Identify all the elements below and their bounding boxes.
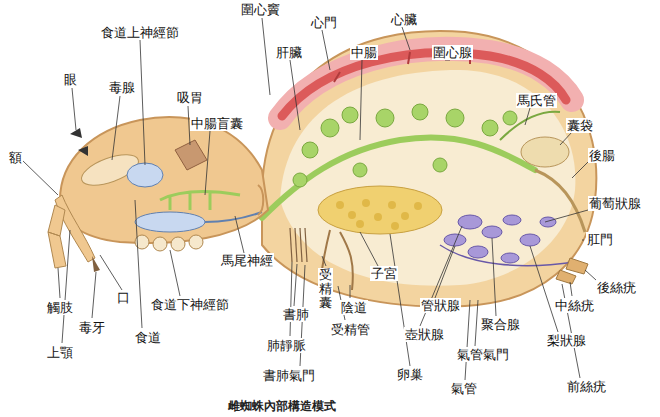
part-label: 肝臟 <box>275 45 303 60</box>
part-label: 食道 <box>134 330 162 345</box>
part-label: 陰道 <box>340 300 368 315</box>
part-label: 囊袋 <box>566 118 594 133</box>
part-label: 梨狀腺 <box>546 333 587 348</box>
part-label: 卵巢 <box>396 367 424 382</box>
part-label: 中腸 <box>350 45 378 60</box>
part-label: 子宮 <box>370 266 398 281</box>
part-label: 中絲疣 <box>554 298 595 313</box>
part-label: 毒腺 <box>108 80 136 95</box>
part-label: 肛門 <box>586 232 614 247</box>
part-label: 後絲疣 <box>596 280 637 295</box>
part-label: 書肺氣門 <box>262 368 316 383</box>
part-label: 葡萄狀腺 <box>588 196 642 211</box>
part-label: 後腸 <box>588 148 616 163</box>
part-label: 食道上神經節 <box>100 25 180 40</box>
part-label: 氣管 <box>450 381 478 396</box>
part-label: 前絲疣 <box>566 379 607 394</box>
part-label: 氣管氣門 <box>456 347 510 362</box>
part-label: 馬尾神經 <box>220 253 274 268</box>
part-label: 食道下神經節 <box>150 297 230 312</box>
part-label: 額 <box>8 150 23 165</box>
part-label: 圍心竇 <box>240 2 281 17</box>
part-label: 壺狀腺 <box>404 327 445 342</box>
part-label: 圍心腺 <box>432 45 473 60</box>
part-label: 口 <box>116 290 131 305</box>
part-label: 中腸盲囊 <box>190 116 244 131</box>
part-label: 聚合腺 <box>480 317 521 332</box>
part-label: 受精囊 <box>318 268 333 309</box>
part-label: 管狀腺 <box>420 298 461 313</box>
part-label: 受精管 <box>330 322 371 337</box>
part-label: 心門 <box>310 15 338 30</box>
part-label: 毒牙 <box>78 320 106 335</box>
part-label: 眼 <box>63 72 78 87</box>
part-label: 馬氏管 <box>516 93 557 108</box>
part-label: 上顎 <box>46 345 74 360</box>
part-label: 肺靜脈 <box>266 338 307 353</box>
part-label: 心臟 <box>390 12 418 27</box>
caption: 雌蜘蛛內部構造模式 <box>228 398 336 415</box>
part-label: 書肺 <box>282 307 310 322</box>
part-label: 吸胃 <box>176 90 204 105</box>
part-label: 觸肢 <box>46 300 74 315</box>
